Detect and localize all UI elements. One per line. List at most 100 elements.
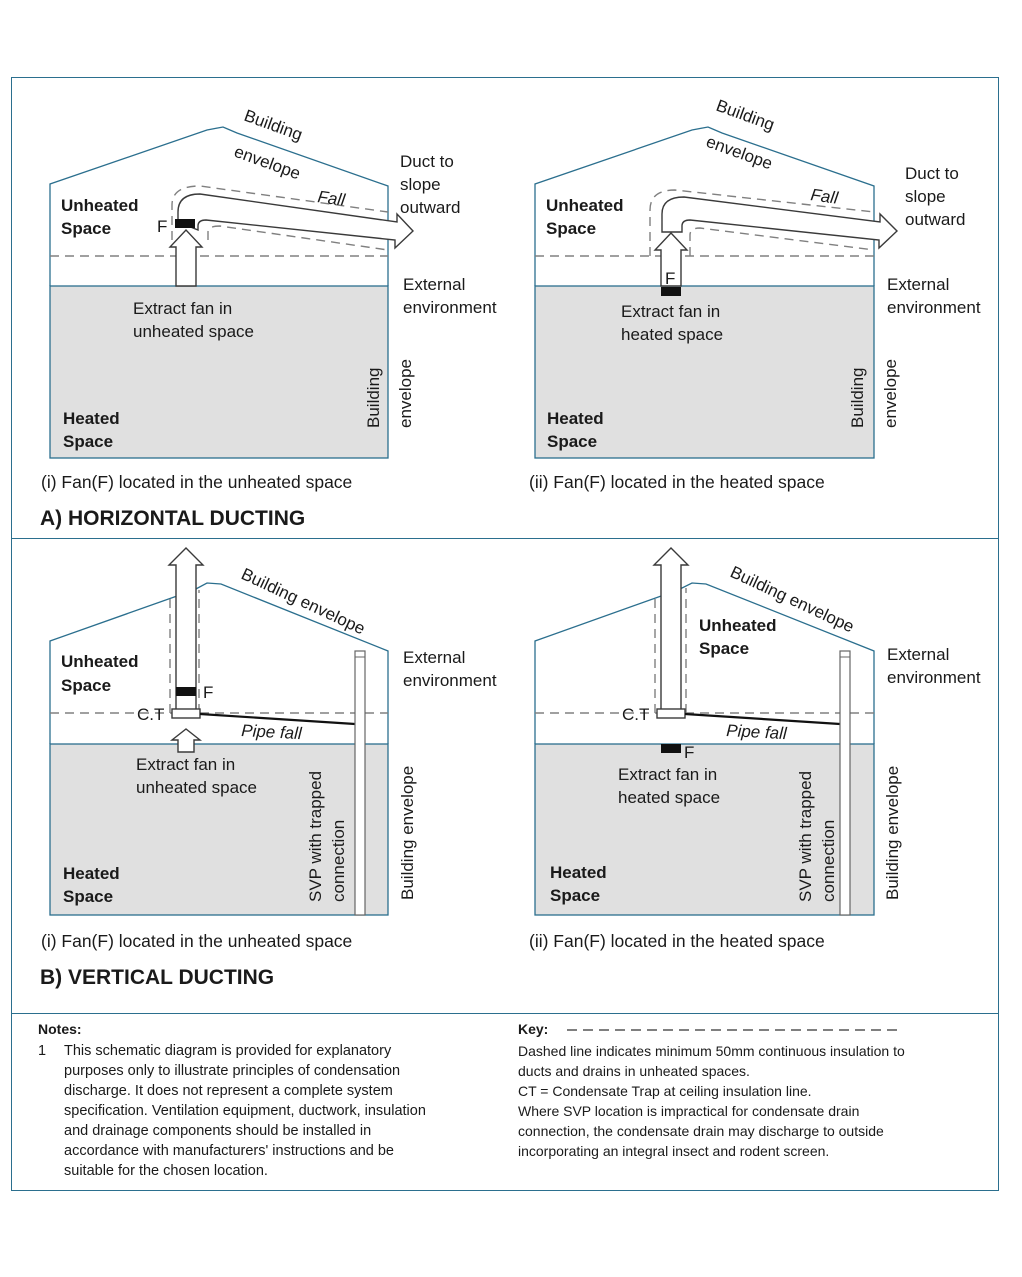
heated-label-1: Heated [547,409,604,428]
extract-label-2: unheated space [133,322,254,341]
fan [175,219,195,228]
external-label-1: External [403,275,465,294]
roof-label-envelope: envelope [704,132,775,173]
external-label-1: External [887,275,949,294]
external-label-2: environment [403,671,497,690]
duct-fall-arrow [661,196,899,250]
condensate-pipe [199,712,356,726]
key-line: Where SVP location is impractical for co… [518,1103,860,1119]
duct-fall-arrow [177,193,414,250]
extract-label-2: heated space [618,788,720,807]
wall-label-building: Building [364,368,383,429]
fan [661,744,681,753]
panel-horizontal-fan-heated: F Building envelope Unheated Space Fall … [529,96,981,492]
heading-horizontal: A) HORIZONTAL DUCTING [40,507,305,530]
unheated-label-1: Unheated [61,652,138,671]
fan-label: F [157,217,167,236]
heated-space [534,743,875,916]
key-line: CT = Condensate Trap at ceiling insulati… [518,1083,812,1099]
pipe-fall-label: Pipe fall [241,721,304,743]
key-line: connection, the condensate drain may dis… [518,1123,884,1139]
roof-label: Building envelope [238,564,368,638]
duct-label-1: Duct to [400,152,454,171]
external-label-2: environment [887,298,981,317]
extract-label-1: Extract fan in [133,299,232,318]
note-line: specification. Ventilation equipment, du… [64,1103,426,1119]
duct-insulation-top [171,185,389,240]
vertical-duct-arrow [652,547,690,714]
note-line: suitable for the chosen location. [64,1163,268,1179]
heated-space [534,285,875,459]
wall-label-envelope: envelope [396,359,415,428]
panel-horizontal-fan-unheated: F Building envelope Unheated Space Fall … [41,106,497,492]
key-text: Dashed line indicates minimum 50mm conti… [518,1041,988,1161]
svp-label-2: connection [329,820,348,902]
caption: (ii) Fan(F) located in the heated space [529,931,825,951]
note-line: discharge. It does not represent a compl… [64,1083,393,1099]
fall-label: Fall [316,187,347,210]
key-line: Dashed line indicates minimum 50mm conti… [518,1043,905,1059]
fan-label: F [665,269,675,288]
duct-insulation-top [649,189,875,256]
key-heading: Key: [518,1021,549,1037]
fan-label: F [684,743,694,762]
svp-pipe [354,650,366,916]
unheated-label-2: Space [61,676,111,695]
section-divider [11,538,999,539]
wall-label: Building envelope [398,766,417,900]
duct-label-2: slope [905,187,946,206]
ct-label: C.T [137,705,164,724]
external-label-2: environment [887,668,981,687]
condensate-pipe [684,712,841,726]
heated-space [49,743,389,916]
roof-label-building: Building [242,106,305,145]
external-label-2: environment [403,298,497,317]
caption: (i) Fan(F) located in the unheated space [41,931,352,951]
heated-label-2: Space [547,432,597,451]
heated-label-1: Heated [63,864,120,883]
extract-label-1: Extract fan in [136,755,235,774]
wall-label-building: Building [848,368,867,429]
svp-pipe [839,650,851,916]
riser-arrow [653,231,689,287]
roof-outline [49,582,389,744]
note-line: This schematic diagram is provided for e… [64,1043,392,1059]
notes-divider [11,1013,999,1014]
roof-outline [534,582,875,744]
caption: (i) Fan(F) located in the unheated space [41,472,352,492]
heated-label-1: Heated [63,409,120,428]
unheated-label-2: Space [699,639,749,658]
fan-label: F [203,683,213,702]
diagram-frame [11,77,999,1191]
pipe-fall-label: Pipe fall [726,721,789,743]
key-line: incorporating an integral insect and rod… [518,1143,830,1159]
caption: (ii) Fan(F) located in the heated space [529,472,825,492]
extract-label-2: heated space [621,325,723,344]
unheated-label-2: Space [61,219,111,238]
roof-label-envelope: envelope [232,142,303,183]
duct-insulation-bottom [689,227,875,256]
duct-label-2: slope [400,175,441,194]
duct-label-3: outward [905,210,965,229]
unheated-label-1: Unheated [699,616,776,635]
wall-label-envelope: envelope [881,359,900,428]
duct-label-3: outward [400,198,460,217]
roof-outline [49,126,389,286]
panel-vertical-fan-unheated: F C.T Building envelope Unheated Space P… [41,547,497,951]
note-line: purposes only to illustrate principles o… [64,1063,401,1079]
unheated-label-2: Space [546,219,596,238]
fall-label: Fall [809,185,840,208]
panel-vertical-fan-heated: F C.T Building envelope Unheated Space P… [529,547,981,951]
roof-label-building: Building [714,96,777,135]
svp-label-1: SVP with trapped [306,771,325,902]
riser-arrow [168,228,204,287]
heated-label-2: Space [63,887,113,906]
heated-label-2: Space [63,432,113,451]
fan [176,687,196,696]
note-line: accordance with manufacturers' instructi… [64,1143,394,1159]
ct-label: C.T [622,705,649,724]
note-line: and drainage components should be instal… [64,1123,372,1139]
svp-label-2: connection [819,820,838,902]
condensate-trap [171,708,201,719]
